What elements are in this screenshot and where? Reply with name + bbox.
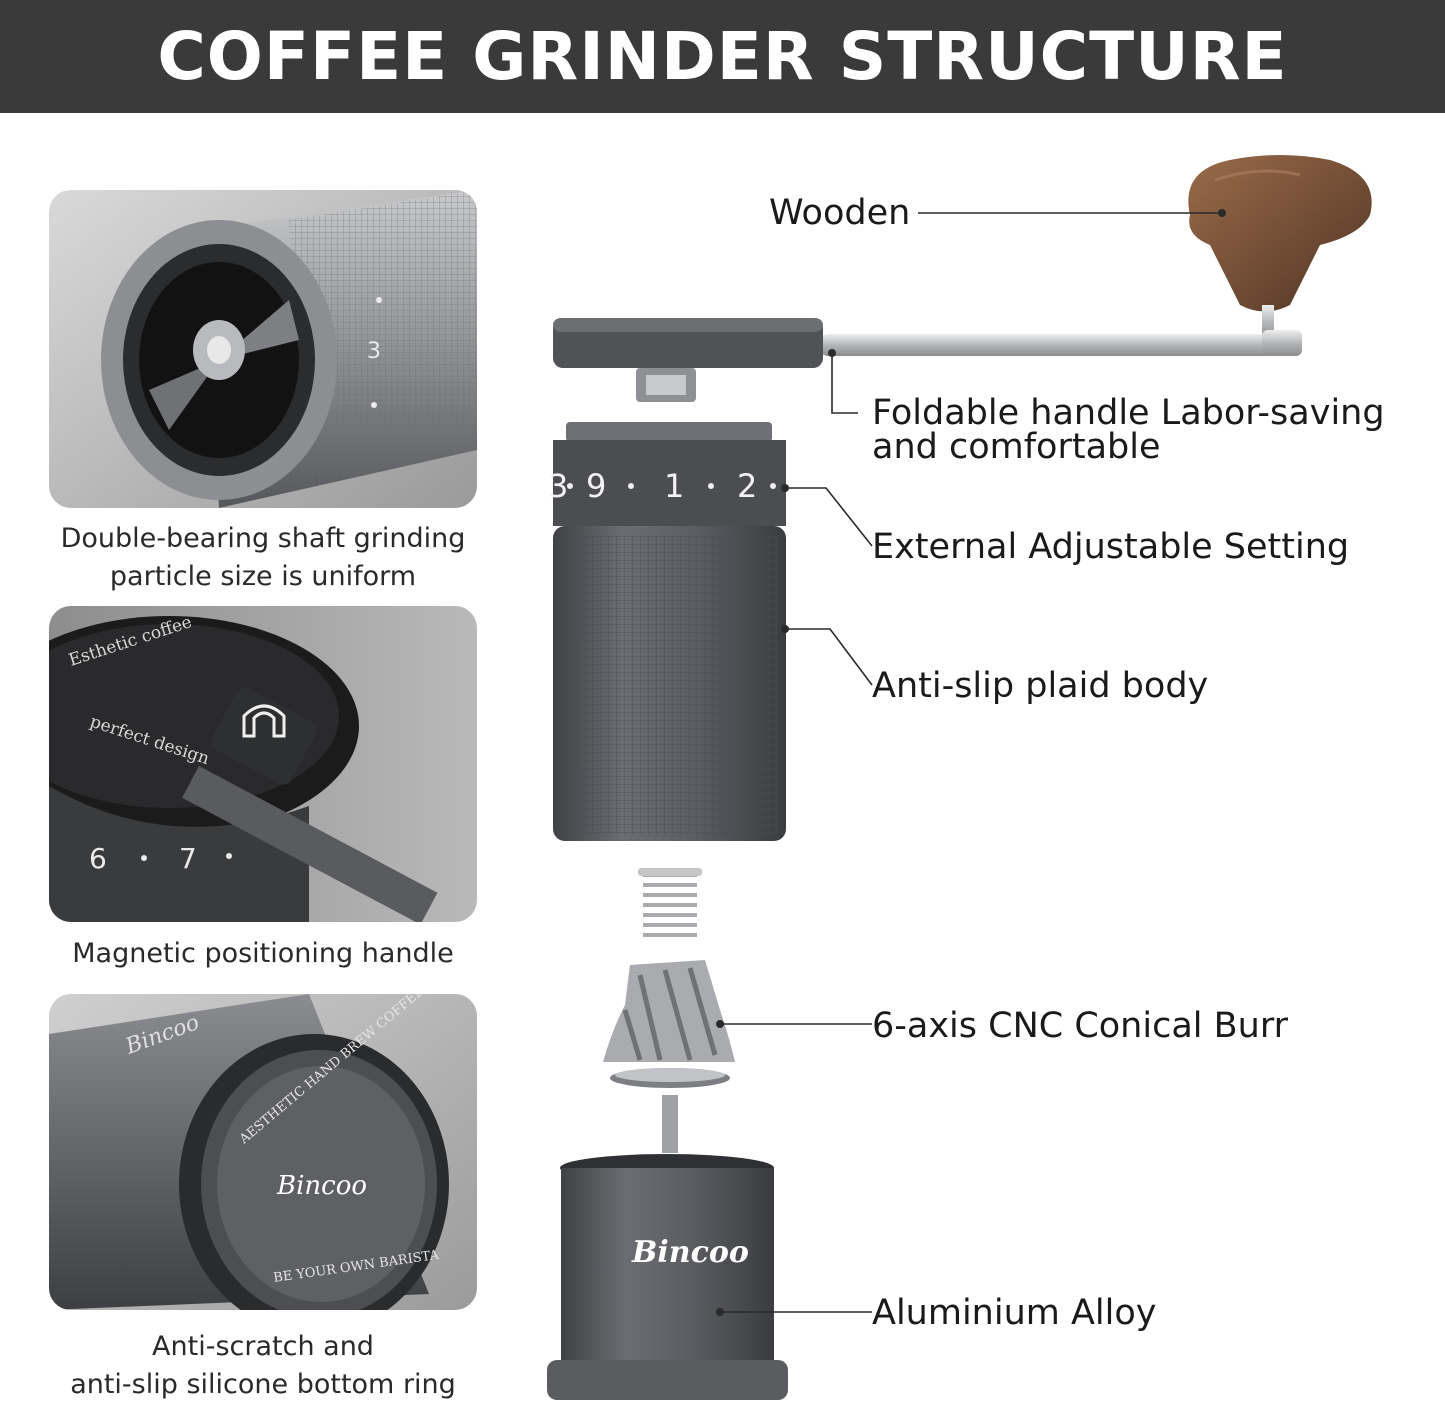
caption-line: particle size is uniform	[109, 561, 417, 592]
wooden-knob	[1188, 155, 1372, 340]
photo1-dial-3: 3	[367, 339, 381, 364]
caption-line: Magnetic positioning handle	[72, 938, 454, 969]
dial-number-3: 3	[548, 467, 568, 505]
callout-aluminium-alloy: Aluminium Alloy	[872, 1293, 1157, 1333]
photo2-dial-6: 6	[89, 842, 107, 875]
dial-number-2: 2	[737, 467, 757, 505]
photo2-dial-7: 7	[179, 842, 197, 875]
crank-handle	[553, 318, 1302, 402]
photo-double-bearing: 3	[49, 190, 477, 508]
dial-number-9: 9	[586, 467, 606, 505]
callout-handle-line2: and comfortable	[872, 427, 1161, 467]
photo3-brand: Bincoo	[276, 1171, 367, 1201]
caption-bottom-ring: Anti-scratch and anti-slip silicone bott…	[30, 1328, 496, 1404]
caption-magnetic-handle: Magnetic positioning handle	[30, 935, 496, 973]
page-title: COFFEE GRINDER STRUCTURE	[157, 18, 1288, 95]
grinder-upper-body: 3 9 1 2	[548, 422, 786, 841]
spring	[638, 868, 702, 937]
callout-adjustable-setting: External Adjustable Setting	[872, 527, 1350, 567]
caption-line: anti-slip silicone bottom ring	[70, 1369, 456, 1400]
caption-double-bearing: Double-bearing shaft grinding particle s…	[30, 520, 496, 596]
callout-conical-burr: 6-axis CNC Conical Burr	[872, 1006, 1288, 1046]
dial-number-1: 1	[664, 467, 684, 505]
callout-plaid-body: Anti-slip plaid body	[872, 666, 1209, 706]
callout-wooden: Wooden	[769, 193, 911, 233]
grinder-lower-cup: Bincoo	[547, 1154, 788, 1400]
callout-handle-line1: Foldable handle Labor-saving	[872, 393, 1385, 433]
caption-line: Anti-scratch and	[152, 1331, 374, 1362]
conical-burr	[603, 960, 735, 1153]
title-banner: COFFEE GRINDER STRUCTURE	[0, 0, 1445, 113]
callout-lines	[716, 209, 1226, 1316]
caption-line: Double-bearing shaft grinding	[60, 523, 466, 554]
photo-magnetic-handle: Esthetic coffee perfect design 6 7	[49, 606, 477, 922]
cup-brand-logo: Bincoo	[631, 1235, 749, 1270]
photo-bottom-ring: AESTHETIC HAND BREW COFFEE BE YOUR OWN B…	[49, 994, 477, 1310]
